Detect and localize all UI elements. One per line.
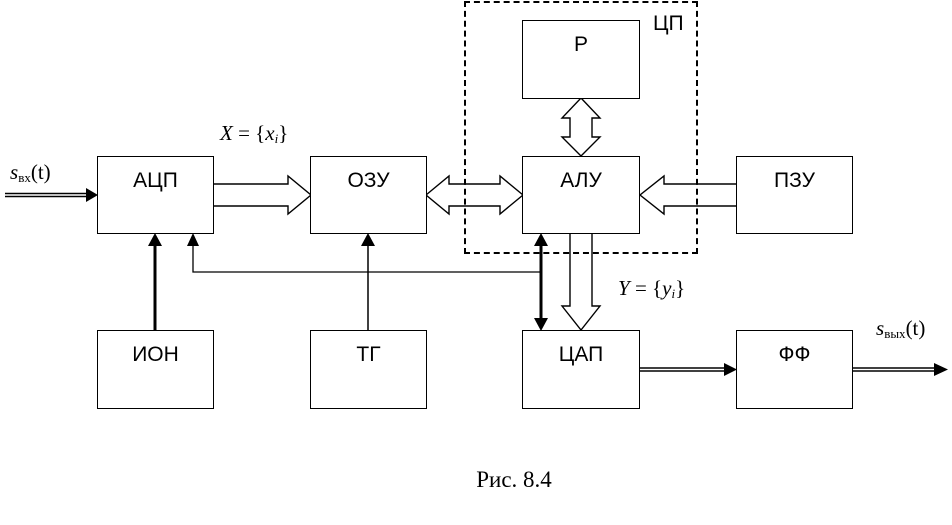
rom-label: ПЗУ bbox=[774, 169, 815, 192]
x-set-close: } bbox=[278, 121, 289, 145]
input-signal-argument: (t) bbox=[30, 160, 51, 184]
dac-to-filter-arrow bbox=[640, 363, 737, 376]
y-set-lhs: Y bbox=[618, 276, 630, 300]
output-signal-subscript: вых bbox=[884, 326, 906, 341]
input-signal-arrow bbox=[5, 188, 98, 202]
adc-to-ram-arrow bbox=[212, 174, 313, 216]
input-signal-subscript: вх bbox=[18, 170, 31, 185]
input-signal-symbol: s bbox=[10, 160, 19, 184]
y-set-var: y bbox=[662, 276, 672, 300]
adc-block: АЦП bbox=[97, 156, 214, 234]
clock-block: ТГ bbox=[310, 330, 427, 409]
y-set-eq: = bbox=[634, 276, 647, 300]
ram-block: ОЗУ bbox=[310, 156, 427, 234]
clock-label: ТГ bbox=[356, 343, 381, 366]
alu-label: АЛУ bbox=[560, 169, 602, 192]
register-label: Р bbox=[573, 33, 588, 56]
filter-label: ФФ bbox=[778, 343, 811, 366]
input-signal-label: sвх(t) bbox=[10, 160, 51, 186]
alu-to-dac-arrow bbox=[560, 232, 602, 332]
cpu-label: ЦП bbox=[653, 12, 684, 35]
x-set-eq: = bbox=[238, 121, 250, 145]
output-signal-symbol: s bbox=[876, 316, 885, 340]
alu-block: АЛУ bbox=[522, 156, 640, 234]
rom-block: ПЗУ bbox=[736, 156, 853, 234]
y-set-label: Y = {yi} bbox=[618, 276, 685, 302]
adc-label: АЦП bbox=[133, 169, 178, 192]
clock-to-ram-arrow bbox=[361, 233, 375, 331]
output-signal-argument: (t) bbox=[905, 316, 926, 340]
vref-to-adc-arrow bbox=[148, 233, 162, 331]
output-signal-arrow bbox=[852, 363, 948, 376]
x-set-index: i bbox=[274, 131, 279, 146]
y-set-index: i bbox=[671, 286, 676, 301]
ram-label: ОЗУ bbox=[347, 169, 390, 192]
feedback-line bbox=[187, 233, 541, 273]
rom-to-alu-arrow bbox=[638, 174, 738, 216]
y-set-open: { bbox=[652, 276, 663, 300]
filter-block: ФФ bbox=[736, 330, 853, 409]
x-set-var: x bbox=[265, 121, 275, 145]
y-set-close: } bbox=[675, 276, 686, 300]
output-signal-label: sвых(t) bbox=[876, 316, 925, 342]
x-set-open: { bbox=[255, 121, 266, 145]
vref-block: ИОН bbox=[97, 330, 214, 409]
dac-block: ЦАП bbox=[522, 330, 640, 409]
x-set-label: X = {xi} bbox=[220, 121, 288, 147]
alu-dac-control-line bbox=[534, 233, 548, 331]
x-set-lhs: X bbox=[220, 121, 233, 145]
dac-label: ЦАП bbox=[558, 343, 604, 366]
vref-label: ИОН bbox=[132, 343, 179, 366]
cpu-frame bbox=[464, 1, 698, 254]
figure-caption: Рис. 8.4 bbox=[476, 467, 552, 492]
register-block: Р bbox=[522, 20, 640, 99]
